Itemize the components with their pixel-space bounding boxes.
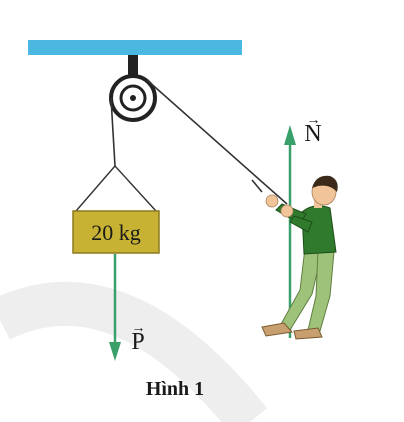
pulley-mount	[128, 55, 138, 77]
man-figure	[261, 175, 338, 340]
vector-p-arrow-glyph: →	[131, 321, 146, 336]
rope-to-load	[110, 97, 116, 167]
vector-n-label: → N	[303, 114, 323, 147]
vector-n-arrow-glyph: →	[306, 113, 321, 128]
vector-p-text: P	[131, 329, 145, 355]
mass-label: 20 kg	[91, 220, 141, 245]
load-hanger	[75, 165, 157, 212]
ceiling-beam	[28, 40, 242, 55]
force-p-arrow	[109, 254, 121, 361]
vector-p-label: → P	[129, 322, 147, 355]
vector-n-text: N	[304, 121, 322, 147]
pulley	[109, 74, 157, 122]
mass-box	[72, 210, 160, 254]
rope-to-man	[146, 79, 288, 205]
background-arc	[0, 281, 268, 422]
figure-caption: Hình 1	[145, 378, 205, 400]
force-n-arrow	[284, 125, 296, 338]
rope-tail	[251, 179, 263, 193]
